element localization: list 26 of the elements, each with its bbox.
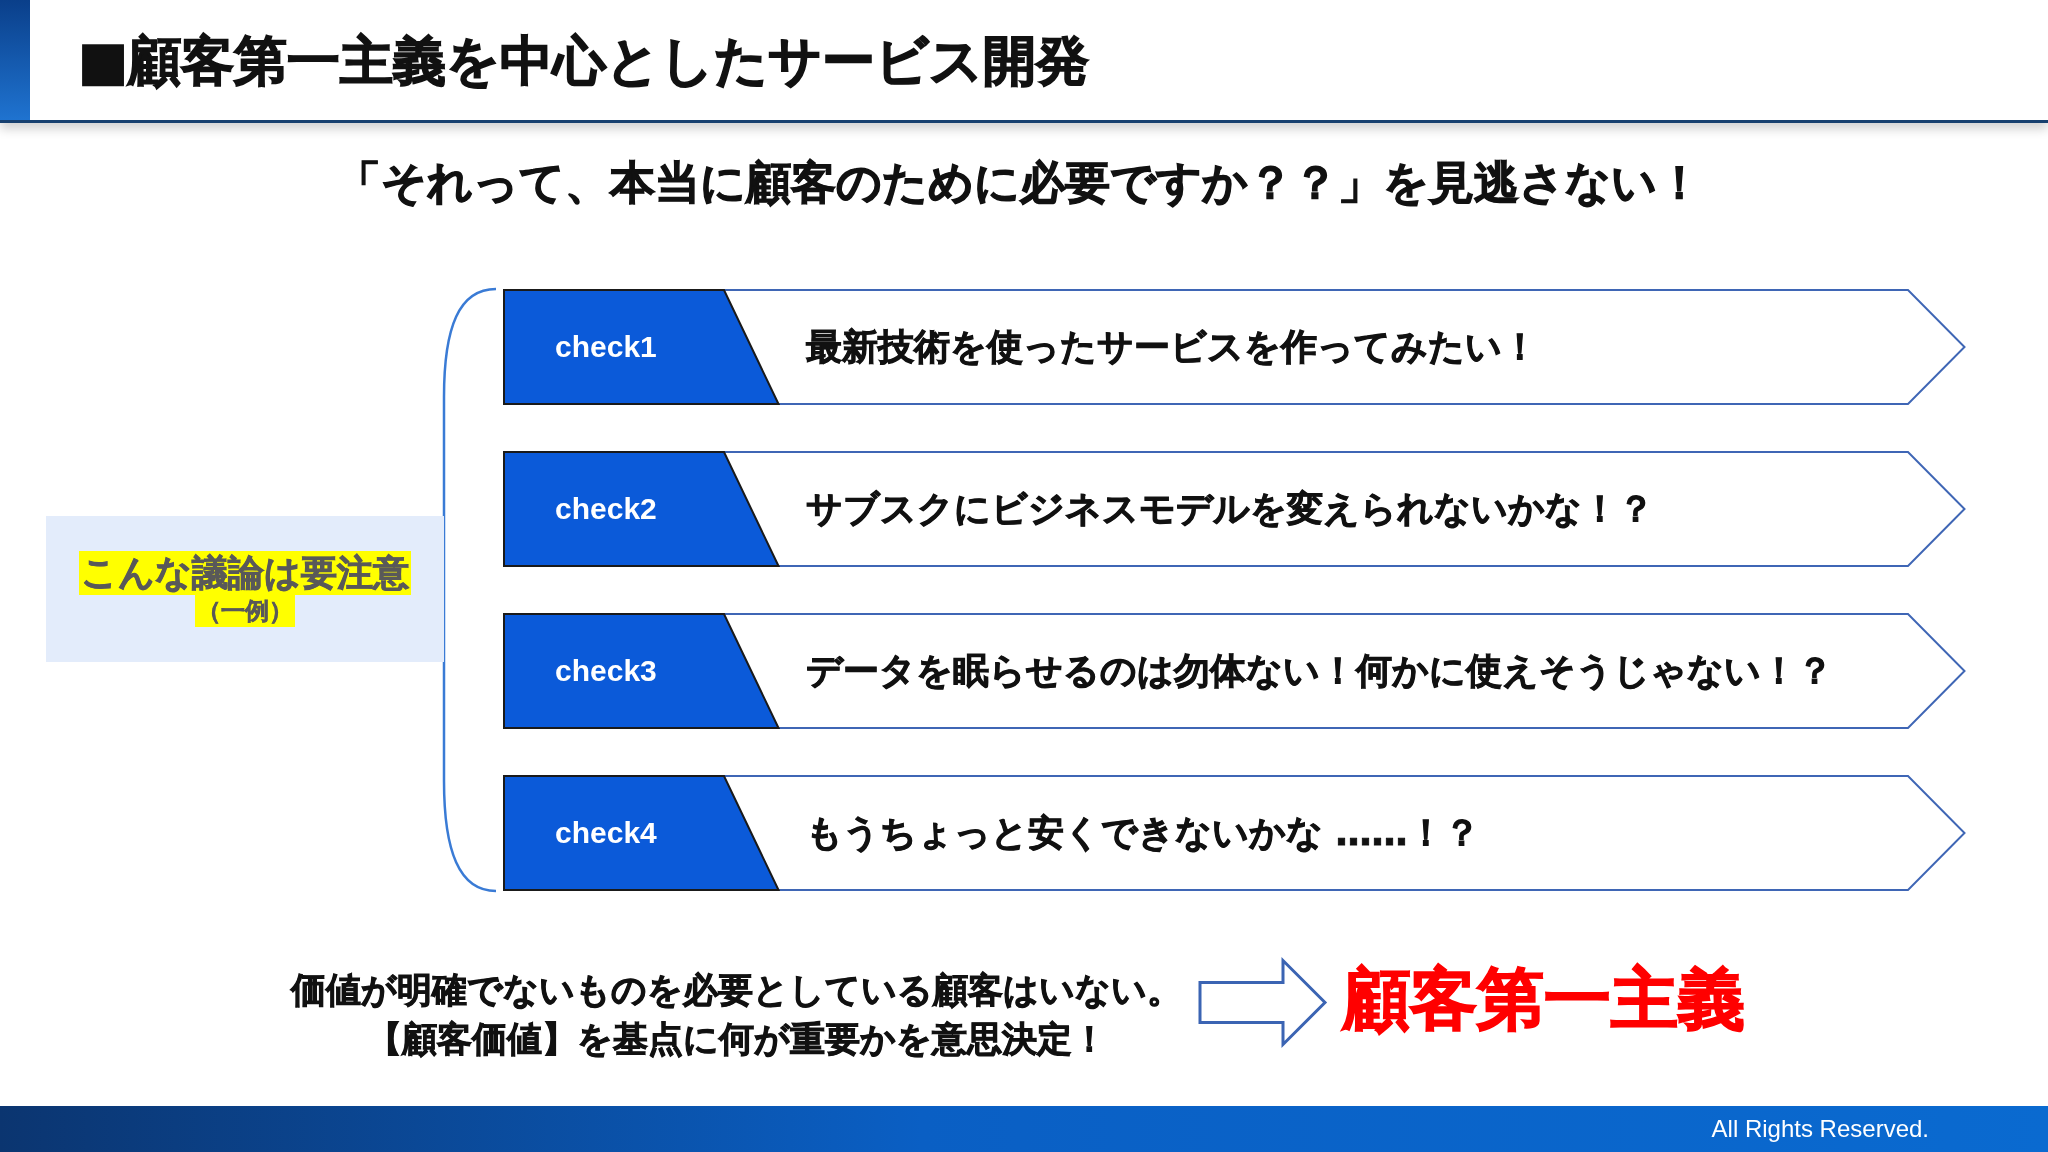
check-label: check4 <box>555 815 657 851</box>
conclusion-text: 顧客第一主義 <box>1343 959 1745 1039</box>
check-text: もうちょっと安くできないかな ……！？ <box>806 811 1480 855</box>
arrow-shaped-box <box>503 613 1966 729</box>
warning-heading: こんな議論は要注意 <box>79 551 411 595</box>
check-tab <box>503 451 780 567</box>
check-text: サブスクにビジネスモデルを変えられないかな！？ <box>806 487 1654 531</box>
statement-text: 価値が明確でないものを必要としている顧客はいない。 <box>291 969 1182 1012</box>
check-text: データを眠らせるのは勿体ない！何かに使えそうじゃない！？ <box>806 649 1833 693</box>
check-label: check1 <box>555 329 657 365</box>
check-text: 最新技術を使ったサービスを作ってみたい！ <box>806 325 1538 369</box>
arrow-shaped-box <box>503 289 1966 405</box>
statement-text: 【顧客価値】を基点に何が重要かを意思決定！ <box>366 1018 1107 1061</box>
arrow-shaped-box <box>503 775 1966 891</box>
note-subtext: （一例） <box>195 595 295 627</box>
block-arrow <box>1198 956 1328 1049</box>
copyright-text: All Rights Reserved. <box>1711 1115 1929 1143</box>
check-tab <box>503 289 780 405</box>
check-tab <box>503 775 780 891</box>
title-text: ■顧客第一主義を中心としたサービス開発 <box>78 29 1090 93</box>
check-label: check3 <box>555 653 657 689</box>
subtitle-text: 「それって、本当に顧客のために必要ですか？？」を見逃さない！ <box>336 155 1702 211</box>
check-tab <box>503 613 780 729</box>
note-panel <box>46 516 444 662</box>
check-label: check2 <box>555 491 657 527</box>
arrow-shaped-box <box>503 451 1966 567</box>
